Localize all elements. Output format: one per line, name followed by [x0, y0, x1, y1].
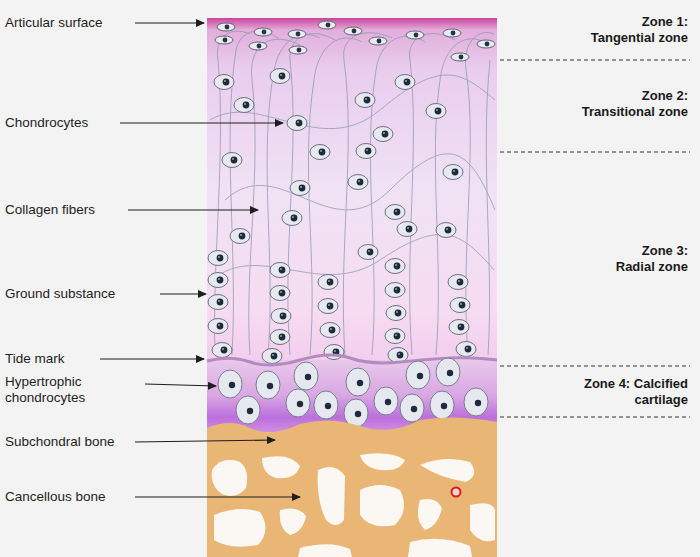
marker-dot: [452, 488, 461, 497]
zone-dividers: [500, 60, 690, 417]
flat-chondrocytes: [215, 21, 495, 61]
zone-label: Zone 2: Transitional zone: [578, 88, 688, 120]
part-label: Subchondral bone: [5, 434, 115, 450]
part-label: Chondrocytes: [5, 115, 88, 131]
chondrocyte-columns: [208, 251, 476, 364]
zone-label: Zone 1: Tangential zone: [587, 14, 688, 46]
chondrocytes: [214, 69, 463, 260]
subchondral-bone: [207, 417, 497, 557]
collagen-fibers: [210, 31, 495, 355]
hypertrophic-chondrocytes: [218, 358, 488, 427]
part-label: Cancellous bone: [5, 489, 106, 505]
part-label: Articular surface: [5, 15, 103, 31]
zone-label: Zone 4: Calcified cartilage: [573, 376, 688, 408]
zone-label: Zone 3: Radial zone: [612, 243, 688, 275]
leader-arrows: [100, 23, 300, 497]
part-label: Ground substance: [5, 286, 115, 302]
part-label: Hypertrophic chondrocytes: [5, 374, 117, 406]
cartilage-matrix: [207, 18, 497, 362]
part-label: Collagen fibers: [5, 202, 95, 218]
part-label: Tide mark: [5, 351, 65, 367]
cancellous-holes: [212, 453, 495, 557]
